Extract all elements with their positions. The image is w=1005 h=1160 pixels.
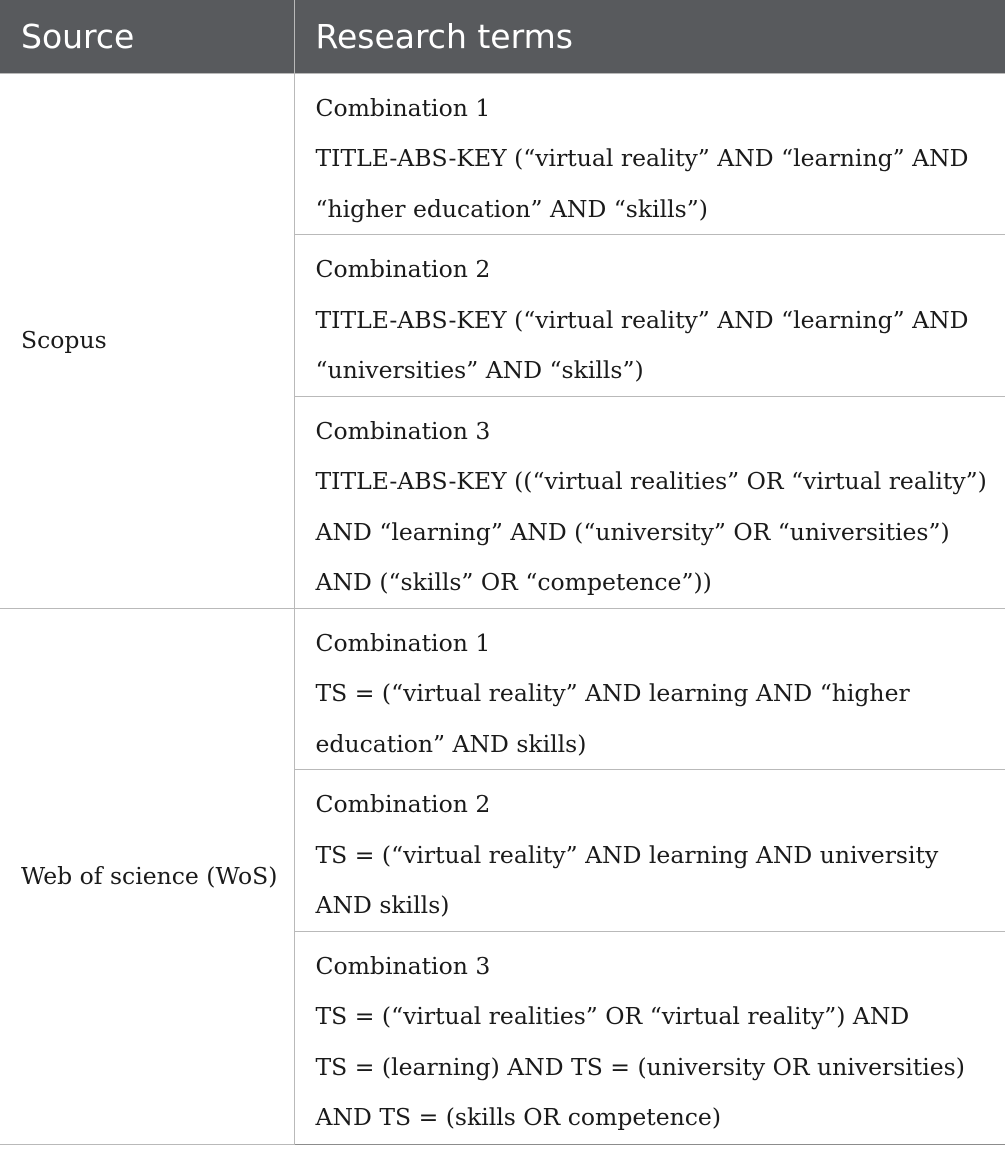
table-row: Web of science (WoS) Combination 1 TS = … (0, 607, 1005, 1145)
combination-label: Combination 3 (315, 416, 491, 445)
query-line: “higher education” AND “skills”) (315, 194, 708, 223)
query-line: education” AND skills) (315, 729, 587, 758)
table-row: Combination 3 TITLE-ABS-KEY ((“virtual r… (0, 395, 1005, 609)
terms-cell: Combination 3 TS = (“virtual realities” … (294, 930, 1005, 1145)
source-cell-wos: Web of science (WoS) (0, 607, 295, 1145)
query-line: TS = (“virtual reality” AND learning AND… (315, 679, 910, 707)
combination-label: Combination 3 (315, 951, 491, 980)
query-line: TS = (“virtual reality” AND learning AND… (315, 840, 939, 869)
combination-label: Combination 2 (315, 790, 491, 818)
query-line: AND (“skills” OR “competence”)) (315, 568, 712, 596)
table-row: Scopus Combination 1 TITLE-ABS-KEY (“vir… (0, 72, 1005, 609)
table-row: Combination 2 TITLE-ABS-KEY (“virtual re… (0, 234, 1005, 397)
table-row: Combination 2 TS = (“virtual reality” AN… (0, 769, 1005, 932)
terms-cell: Combination 2 TS = (“virtual reality” AN… (294, 769, 1005, 932)
table-row: Combination 3 TS = (“virtual realities” … (0, 930, 1005, 1145)
query-line: TITLE-ABS-KEY (“virtual reality” AND “le… (315, 144, 969, 172)
query-line: “universities” AND “skills”) (315, 356, 644, 384)
query-line: TS = (“virtual realities” OR “virtual re… (315, 1002, 910, 1030)
terms-cell: Combination 1 TITLE-ABS-KEY (“virtual re… (293, 72, 1005, 235)
header-row: Source Research terms (0, 0, 1005, 73)
terms-cell: Combination 1 TS = (“virtual reality” AN… (293, 607, 1005, 770)
combination-label: Combination 1 (315, 93, 491, 122)
query-line: TS = (learning) AND TS = (university OR … (315, 1052, 965, 1081)
query-line: AND TS = (skills OR competence) (315, 1103, 722, 1131)
header-research-terms: Research terms (294, 0, 1005, 73)
query-line: AND “learning” AND (“university” OR “uni… (315, 517, 950, 546)
terms-cell: Combination 2 TITLE-ABS-KEY (“virtual re… (294, 234, 1005, 397)
query-line: TITLE-ABS-KEY ((“virtual realities” OR “… (315, 467, 987, 495)
combination-label: Combination 2 (315, 255, 491, 283)
query-line: AND skills) (315, 891, 450, 919)
query-line: TITLE-ABS-KEY (“virtual reality” AND “le… (315, 305, 969, 334)
header-source: Source (0, 0, 295, 73)
combination-label: Combination 1 (315, 628, 491, 657)
terms-cell: Combination 3 TITLE-ABS-KEY ((“virtual r… (294, 395, 1005, 609)
source-cell-scopus: Scopus (0, 72, 295, 609)
